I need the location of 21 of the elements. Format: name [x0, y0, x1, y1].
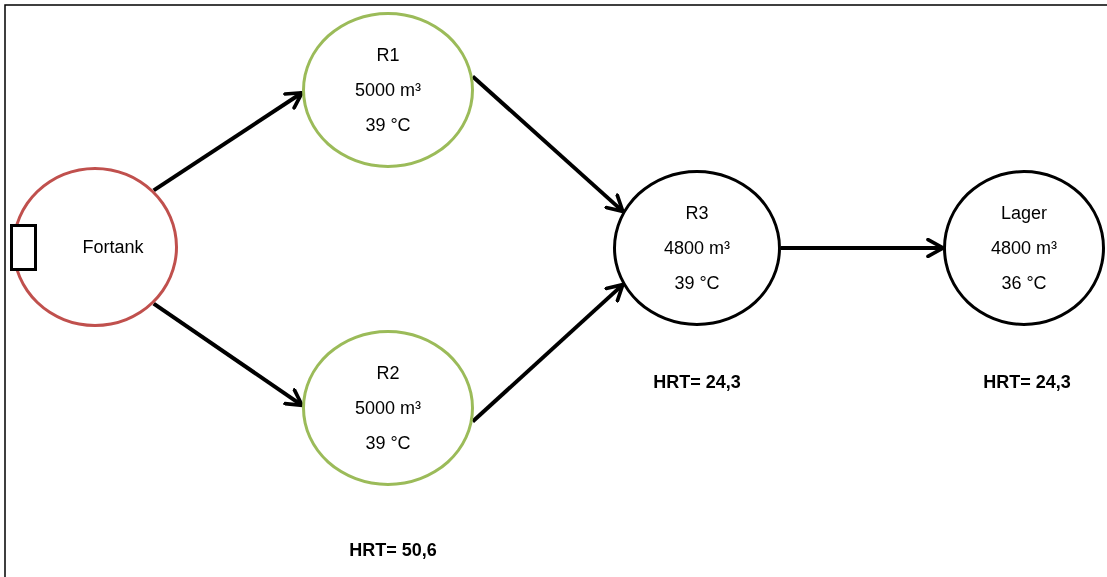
- node-title: Lager: [1000, 201, 1047, 225]
- hrt-label: HRT= 50,6: [349, 540, 437, 561]
- node-value: 5000 m³: [354, 78, 421, 102]
- node-value: 4800 m³: [663, 236, 730, 260]
- arrow: [781, 237, 945, 259]
- hrt-label: HRT= 24,3: [983, 372, 1071, 393]
- node-value: 39 °C: [674, 271, 720, 295]
- arrow: [152, 90, 304, 193]
- arrow: [152, 301, 304, 408]
- arrow: [471, 282, 625, 424]
- hrt-label: HRT= 24,3: [653, 372, 741, 393]
- node-value: 39 °C: [365, 431, 411, 455]
- node-title: Fortank: [82, 235, 144, 259]
- node-value: 39 °C: [365, 113, 411, 137]
- node-value: 5000 m³: [354, 396, 421, 420]
- arrow: [471, 74, 625, 214]
- node-value: 4800 m³: [990, 236, 1057, 260]
- node-title: R1: [376, 43, 400, 67]
- node-title: R2: [376, 361, 400, 385]
- node-value: 36 °C: [1001, 271, 1047, 295]
- node-title: R3: [685, 201, 709, 225]
